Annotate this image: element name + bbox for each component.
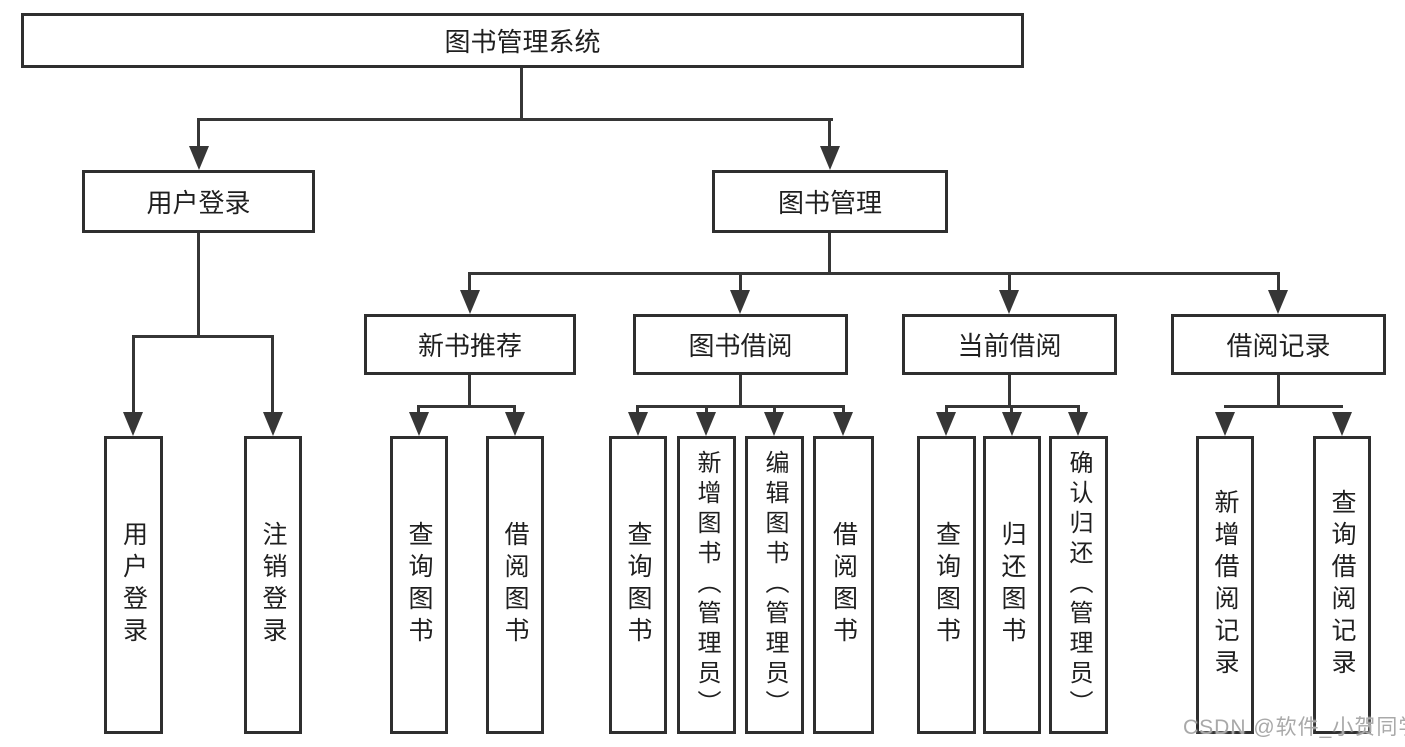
arrow-down-icon	[460, 290, 480, 314]
node-new-book-recommendation: 新书推荐	[364, 314, 576, 375]
leaf-add-book-admin: 新增图书（管理员）	[677, 436, 736, 734]
connector-line	[197, 233, 200, 337]
leaf-confirm-return-admin: 确认归还（管理员）	[1049, 436, 1108, 734]
connector-line	[739, 375, 742, 407]
arrow-down-icon	[628, 412, 648, 436]
arrow-down-icon	[505, 412, 525, 436]
connector-line	[1277, 272, 1280, 292]
node-book-management: 图书管理	[712, 170, 948, 233]
connector-line	[271, 335, 274, 414]
arrow-down-icon	[409, 412, 429, 436]
connector-line	[468, 272, 471, 292]
leaf-user-login: 用户登录	[104, 436, 163, 734]
connector-line	[773, 405, 776, 414]
arrow-down-icon	[1268, 290, 1288, 314]
connector-line	[739, 272, 742, 292]
connector-line	[417, 405, 420, 414]
watermark: CSDN @软件_小贺同学	[1183, 716, 1405, 739]
leaf-query-borrow-record: 查询借阅记录	[1313, 436, 1371, 734]
arrow-down-icon	[189, 146, 209, 170]
arrow-down-icon	[730, 290, 750, 314]
connector-line	[828, 233, 831, 274]
arrow-down-icon	[999, 290, 1019, 314]
arrow-down-icon	[936, 412, 956, 436]
leaf-edit-book-admin: 编辑图书（管理员）	[745, 436, 804, 734]
connector-line	[1008, 272, 1011, 292]
connector-line	[828, 118, 831, 150]
connector-line	[945, 405, 948, 414]
arrow-down-icon	[696, 412, 716, 436]
connector-line	[842, 405, 845, 414]
arrow-down-icon	[764, 412, 784, 436]
connector-line	[468, 375, 471, 407]
connector-line	[1008, 375, 1011, 407]
connector-line	[469, 272, 1280, 275]
connector-line	[1224, 405, 1343, 408]
arrow-down-icon	[1068, 412, 1088, 436]
connector-line	[1010, 405, 1013, 414]
leaf-add-borrow-record: 新增借阅记录	[1196, 436, 1254, 734]
connector-line	[1077, 405, 1080, 414]
arrow-down-icon	[1332, 412, 1352, 436]
node-user-login: 用户登录	[82, 170, 315, 233]
connector-line	[418, 405, 516, 408]
node-book-borrowing: 图书借阅	[633, 314, 848, 375]
connector-line	[520, 68, 523, 120]
leaf-query-books-recommend: 查询图书	[390, 436, 448, 734]
connector-line	[636, 405, 639, 414]
arrow-down-icon	[820, 146, 840, 170]
leaf-logout: 注销登录	[244, 436, 302, 734]
node-library-management-system: 图书管理系统	[21, 13, 1024, 68]
connector-line	[197, 118, 833, 121]
arrow-down-icon	[263, 412, 283, 436]
leaf-query-books-current: 查询图书	[917, 436, 976, 734]
connector-line	[197, 118, 200, 150]
connector-line	[132, 335, 274, 338]
connector-line	[132, 335, 135, 414]
node-borrowing-records: 借阅记录	[1171, 314, 1386, 375]
node-current-borrowing: 当前借阅	[902, 314, 1117, 375]
leaf-borrow-books: 借阅图书	[813, 436, 874, 734]
leaf-query-books-borrowing: 查询图书	[609, 436, 667, 734]
arrow-down-icon	[1002, 412, 1022, 436]
connector-line	[513, 405, 516, 414]
arrow-down-icon	[123, 412, 143, 436]
leaf-return-books: 归还图书	[983, 436, 1041, 734]
arrow-down-icon	[1215, 412, 1235, 436]
connector-line	[1277, 375, 1280, 407]
connector-line	[637, 405, 845, 408]
leaf-borrow-books-recommend: 借阅图书	[486, 436, 544, 734]
arrow-down-icon	[833, 412, 853, 436]
connector-line	[705, 405, 708, 414]
